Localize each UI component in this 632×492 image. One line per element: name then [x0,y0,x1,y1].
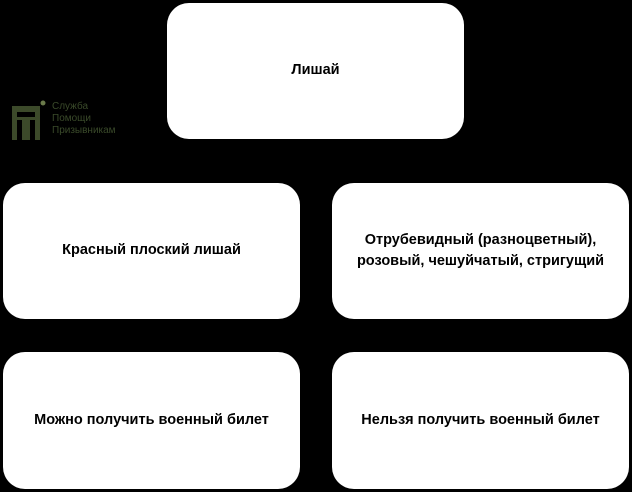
outcome-label: Нельзя получить военный билет [361,411,600,428]
type-label: Отрубевидный (разноцветный), розовый, че… [356,231,605,269]
outcome-node-cannot: Нельзя получить военный билет [332,352,629,489]
root-node: Лишай [167,3,464,139]
logo-line: Призывникам [52,125,116,136]
logo-text: Служба Помощи Призывникам [52,101,116,137]
logo-line: Служба [52,101,89,112]
logo-icon [12,100,46,140]
type-label: Красный плоский лишай [62,242,241,259]
type-node-other: Отрубевидный (разноцветный), розовый, че… [332,183,629,319]
outcome-label: Можно получить военный билет [34,411,269,428]
outcome-node-can: Можно получить военный билет [3,352,300,489]
logo-line: Помощи [52,113,91,124]
root-label: Лишай [291,62,340,79]
type-node-red-flat: Красный плоский лишай [3,183,300,319]
logo: Служба Помощи Призывникам [10,98,140,144]
